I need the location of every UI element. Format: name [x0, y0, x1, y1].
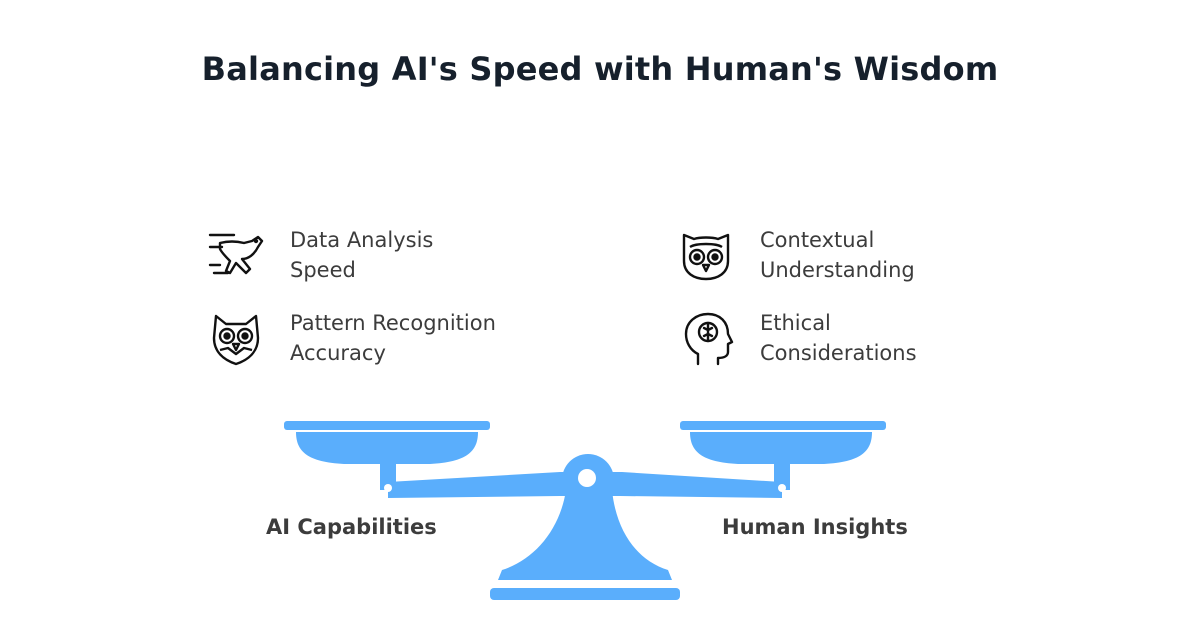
ai-capabilities-label: AI Capabilities [266, 515, 437, 539]
item-label-line1: Contextual [760, 228, 875, 252]
owl-face-icon [676, 225, 736, 285]
item-label-line2: Accuracy [290, 341, 386, 365]
page-title: Balancing AI's Speed with Human's Wisdom [201, 50, 999, 88]
item-label-line1: Ethical [760, 311, 831, 335]
item-pattern-recognition-accuracy: Pattern Recognition Accuracy [206, 308, 550, 368]
head-brain-icon [676, 308, 736, 368]
item-label-line1: Data Analysis [290, 228, 434, 252]
owl-icon [206, 308, 266, 368]
item-label-line2: Considerations [760, 341, 917, 365]
item-ethical-considerations: Ethical Considerations [676, 308, 1020, 368]
item-label-line2: Understanding [760, 258, 915, 282]
item-label-line2: Speed [290, 258, 356, 282]
human-insights-label: Human Insights [722, 515, 908, 539]
item-contextual-understanding: Contextual Understanding [676, 225, 1020, 285]
item-data-analysis-speed: Data Analysis Speed [206, 225, 550, 285]
cheetah-icon [206, 225, 266, 285]
item-label-line1: Pattern Recognition [290, 311, 496, 335]
